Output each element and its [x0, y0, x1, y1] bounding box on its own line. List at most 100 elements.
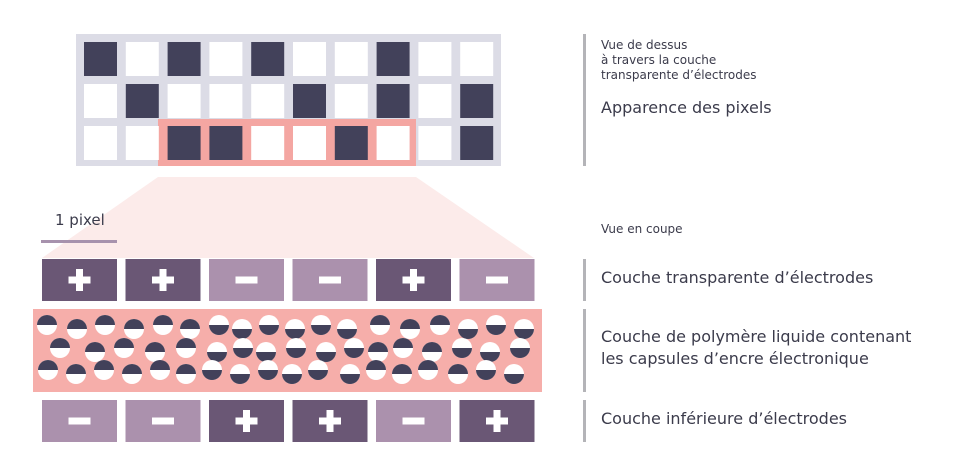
- pixel-black: [125, 84, 159, 118]
- pixel-white: [251, 84, 285, 118]
- pixel-white: [209, 84, 243, 118]
- ink-capsule: [486, 315, 506, 335]
- pixel-grid: [84, 42, 494, 160]
- ink-capsule: [233, 338, 253, 358]
- zoom-projection: [42, 177, 534, 258]
- pixel-black: [209, 126, 243, 160]
- pixel-black: [293, 84, 326, 118]
- minus-sign: [152, 417, 174, 425]
- ink-capsule: [153, 315, 173, 335]
- ink-capsule: [514, 319, 534, 339]
- capsule-dark-half: [122, 364, 142, 374]
- plus-sign: [76, 269, 83, 291]
- capsule-dark-half: [259, 325, 279, 335]
- capsule-dark-half: [67, 319, 87, 329]
- pixel-white: [334, 42, 368, 76]
- capsule-dark-half: [486, 325, 506, 335]
- polymer-line1: Couche de polymère liquide contenant: [601, 327, 912, 346]
- capsule-dark-half: [37, 315, 57, 325]
- capsule-dark-half: [308, 370, 328, 380]
- ink-capsule: [258, 360, 278, 380]
- capsule-dark-half: [233, 348, 253, 358]
- capsule-dark-half: [94, 360, 114, 370]
- capsule-dark-half: [393, 338, 413, 348]
- top-layer-label: Couche transparente d’électrodes: [601, 268, 874, 287]
- ink-capsule: [400, 319, 420, 339]
- minus-sign: [319, 276, 341, 284]
- pixel-white: [418, 84, 452, 118]
- ink-capsule: [95, 315, 115, 335]
- pixel-white: [251, 126, 285, 160]
- one-pixel-line: [41, 240, 117, 243]
- ink-capsule: [480, 342, 500, 362]
- ink-capsule: [85, 342, 105, 362]
- capsule-dark-half: [504, 374, 524, 384]
- pixel-white: [418, 126, 452, 160]
- pixel-black: [167, 126, 201, 160]
- ink-capsule: [448, 364, 468, 384]
- ink-capsule: [458, 319, 478, 339]
- ink-capsule: [209, 315, 229, 335]
- ink-capsule: [202, 360, 222, 380]
- capsule-dark-half: [337, 329, 357, 339]
- pixel-black: [376, 42, 410, 76]
- minus-sign: [486, 276, 508, 284]
- ink-capsule: [392, 364, 412, 384]
- capsule-dark-half: [145, 342, 165, 352]
- pixel-white: [293, 42, 326, 76]
- plus-sign: [159, 269, 167, 291]
- ink-capsule: [256, 342, 276, 362]
- ink-capsule: [370, 315, 390, 335]
- pixel-white: [84, 84, 117, 118]
- capsule-dark-half: [418, 360, 438, 370]
- capsule-dark-half: [340, 374, 360, 384]
- ink-capsule: [180, 319, 200, 339]
- ink-capsule: [344, 338, 364, 358]
- capsule-dark-half: [180, 319, 200, 329]
- capsule-dark-half: [448, 364, 468, 374]
- ink-capsule: [337, 319, 357, 339]
- capsule-dark-half: [85, 342, 105, 352]
- pixel-white: [167, 84, 201, 118]
- ink-capsule: [366, 360, 386, 380]
- ink-capsule: [232, 319, 252, 339]
- capsule-dark-half: [150, 360, 170, 370]
- capsule-dark-half: [480, 352, 500, 362]
- pixel-row-highlight: [158, 119, 416, 166]
- ink-capsule: [94, 360, 114, 380]
- pixel-black: [167, 42, 201, 76]
- pixel-white: [460, 42, 494, 76]
- ink-capsule: [368, 342, 388, 362]
- pixel-white: [293, 126, 326, 160]
- ink-capsule: [207, 342, 227, 362]
- ink-capsule: [286, 338, 306, 358]
- ink-capsule: [285, 319, 305, 339]
- capsule-dark-half: [153, 315, 173, 325]
- ink-capsule: [308, 360, 328, 380]
- capsule-dark-half: [286, 348, 306, 358]
- divider-polymer: [583, 309, 586, 392]
- capsule-dark-half: [400, 319, 420, 329]
- bottom-layer-label: Couche inférieure d’électrodes: [601, 409, 847, 428]
- pixel-black: [460, 126, 494, 160]
- pixel-black: [334, 126, 368, 160]
- ink-capsule: [418, 360, 438, 380]
- ink-capsule: [316, 342, 336, 362]
- ink-capsule: [37, 315, 57, 335]
- capsule-dark-half: [207, 352, 227, 362]
- minus-sign: [235, 276, 258, 284]
- capsule-dark-half: [209, 325, 229, 335]
- capsule-dark-half: [50, 338, 70, 348]
- capsule-dark-half: [124, 319, 144, 329]
- capsule-dark-half: [38, 360, 58, 370]
- ink-capsule: [150, 360, 170, 380]
- capsule-dark-half: [176, 338, 196, 348]
- ink-capsule: [340, 364, 360, 384]
- capsule-dark-half: [476, 370, 496, 380]
- capsule-dark-half: [230, 374, 250, 384]
- plus-sign: [326, 410, 334, 432]
- pixel-black: [84, 42, 117, 76]
- pixel-white: [84, 126, 117, 160]
- capsule-dark-half: [458, 329, 478, 339]
